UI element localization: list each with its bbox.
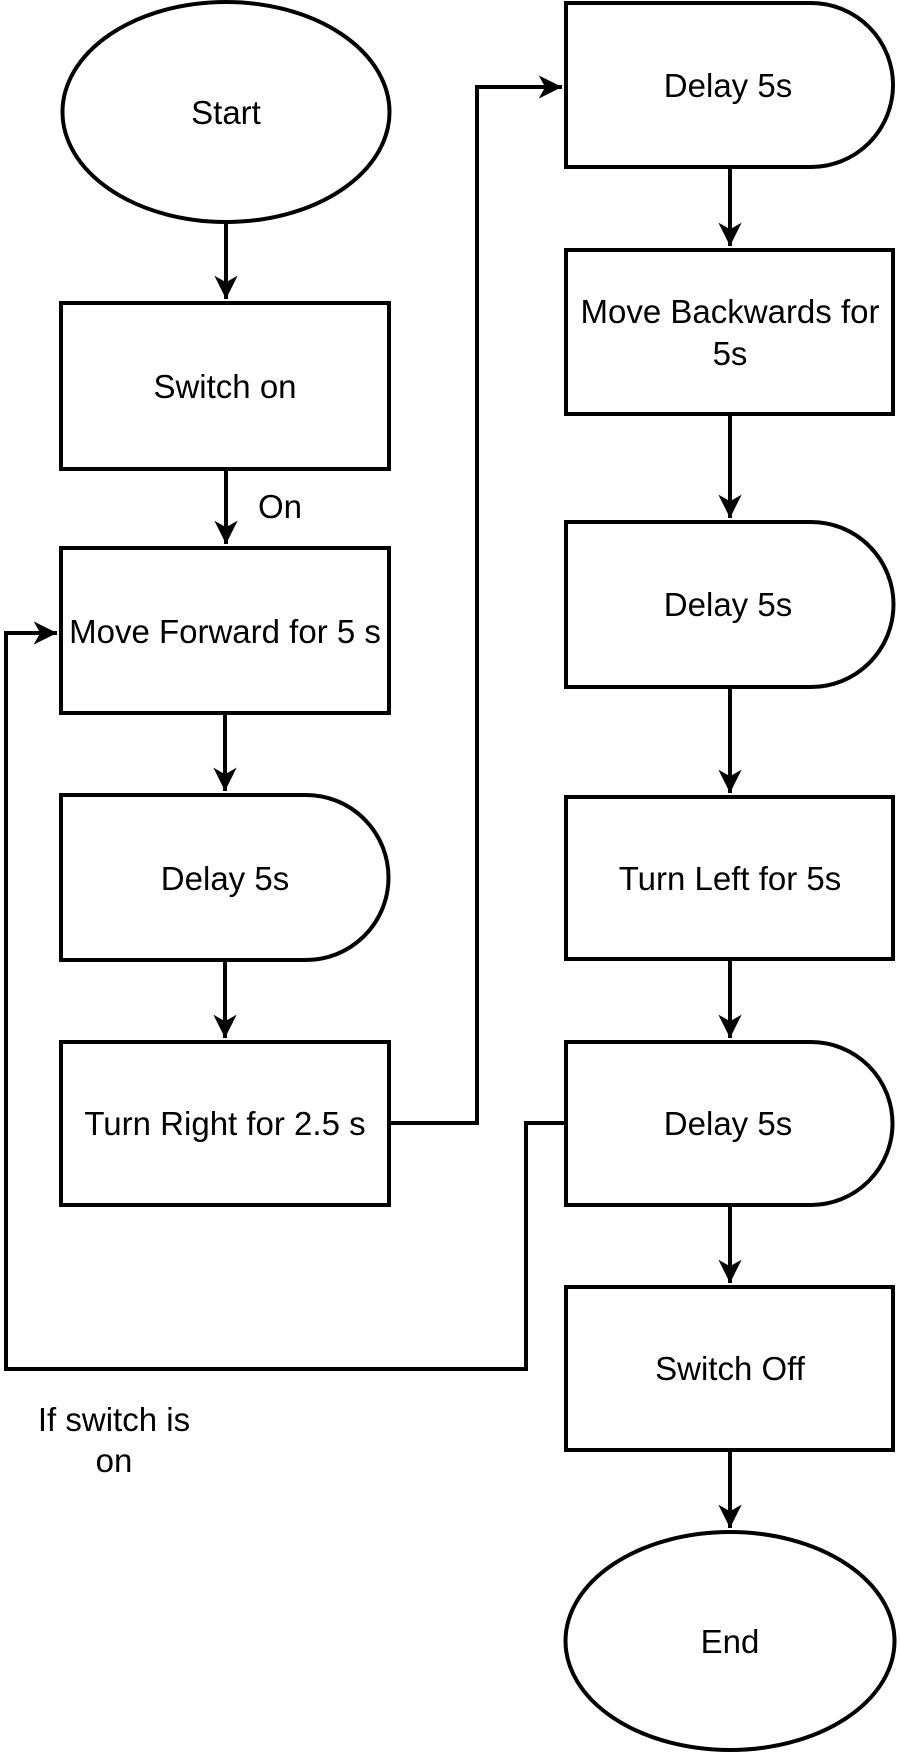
turn-left-process-shape <box>564 795 895 961</box>
delay-bottom-right-label: Delay 5s <box>664 1105 792 1142</box>
move-backwards-process-shape <box>564 248 895 416</box>
move-backwards-label-line2: 5s <box>713 335 748 372</box>
node-end: End <box>563 1530 897 1752</box>
switch-off-process-shape <box>564 1285 895 1452</box>
delay-bottom-right-shape <box>564 1040 895 1207</box>
loop-condition-label-line2: on <box>96 1442 133 1479</box>
end-terminator-shape <box>563 1530 897 1752</box>
switch-on-process-shape <box>59 301 391 471</box>
move-backwards-label-line1: Move Backwards for <box>581 293 880 330</box>
delay-top-right-shape <box>564 1 895 169</box>
switch-on-label: Switch on <box>153 368 296 405</box>
turn-right-process-shape <box>59 1040 391 1207</box>
edge-turn-right-to-delay-top-right <box>389 75 562 1125</box>
move-forward-process-shape <box>59 546 391 715</box>
node-switch-off: Switch Off <box>564 1285 895 1452</box>
node-turn-right: Turn Right for 2.5 s <box>59 1040 391 1207</box>
delay-mid-right-shape <box>564 520 896 689</box>
node-delay-mid-right: Delay 5s <box>564 520 896 689</box>
edges <box>4 75 742 1528</box>
delay-left-label: Delay 5s <box>161 860 289 897</box>
node-move-backwards: Move Backwards for 5s <box>564 248 895 416</box>
end-label: End <box>701 1623 760 1660</box>
delay-mid-right-label: Delay 5s <box>664 586 792 623</box>
edge-label-on: On <box>258 488 302 525</box>
delay-left-shape <box>59 793 391 962</box>
node-move-forward: Move Forward for 5 s <box>59 546 391 715</box>
node-switch-on: Switch on <box>59 301 391 471</box>
node-delay-top-right: Delay 5s <box>564 1 895 169</box>
node-turn-left: Turn Left for 5s <box>564 795 895 961</box>
edge-loop-delay-bottom-right-to-move-forward <box>4 621 566 1371</box>
delay-top-right-label: Delay 5s <box>664 67 792 104</box>
node-delay-bottom-right: Delay 5s <box>564 1040 895 1207</box>
start-terminator-shape <box>60 0 392 224</box>
move-forward-label: Move Forward for 5 s <box>69 613 381 650</box>
turn-right-label: Turn Right for 2.5 s <box>84 1105 365 1142</box>
node-start: Start <box>60 0 392 224</box>
loop-condition-label-line1: If switch is <box>38 1401 190 1438</box>
turn-left-label: Turn Left for 5s <box>619 860 842 897</box>
switch-off-label: Switch Off <box>655 1350 806 1387</box>
node-delay-left: Delay 5s <box>59 793 391 962</box>
start-label: Start <box>191 94 261 131</box>
